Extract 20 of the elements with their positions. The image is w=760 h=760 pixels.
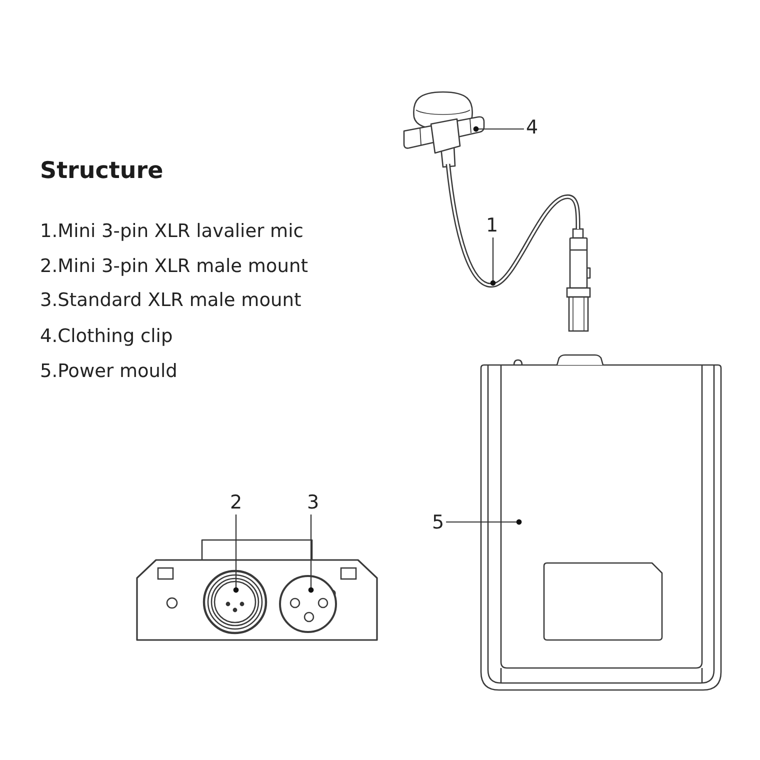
leader-line bbox=[233, 514, 239, 593]
mini-xlr-connector bbox=[202, 570, 268, 634]
leader-line bbox=[308, 514, 314, 593]
microphone-cable bbox=[446, 164, 580, 288]
callout-number: 2 bbox=[230, 494, 242, 512]
clothing-clip bbox=[403, 116, 485, 154]
part-description: 5.Power mould bbox=[40, 361, 178, 382]
part-description: 4.Clothing clip bbox=[40, 326, 173, 348]
power-module-drawing bbox=[480, 354, 722, 691]
callout-number: 4 bbox=[526, 118, 538, 138]
callout-number: 3 bbox=[306, 494, 320, 512]
diagram-title: Structure bbox=[40, 158, 164, 184]
part-description: 3.Standard XLR male mount bbox=[40, 290, 302, 312]
part-description: 2.Mini 3-pin XLR male mount bbox=[40, 256, 308, 278]
xlr-connector bbox=[279, 575, 337, 633]
callout-number: 1 bbox=[486, 216, 498, 236]
callout-number: 5 bbox=[432, 514, 444, 532]
leader-line bbox=[490, 238, 496, 286]
part-description: 1.Mini 3-pin XLR lavalier mic bbox=[40, 221, 304, 242]
leader-line bbox=[446, 519, 522, 525]
